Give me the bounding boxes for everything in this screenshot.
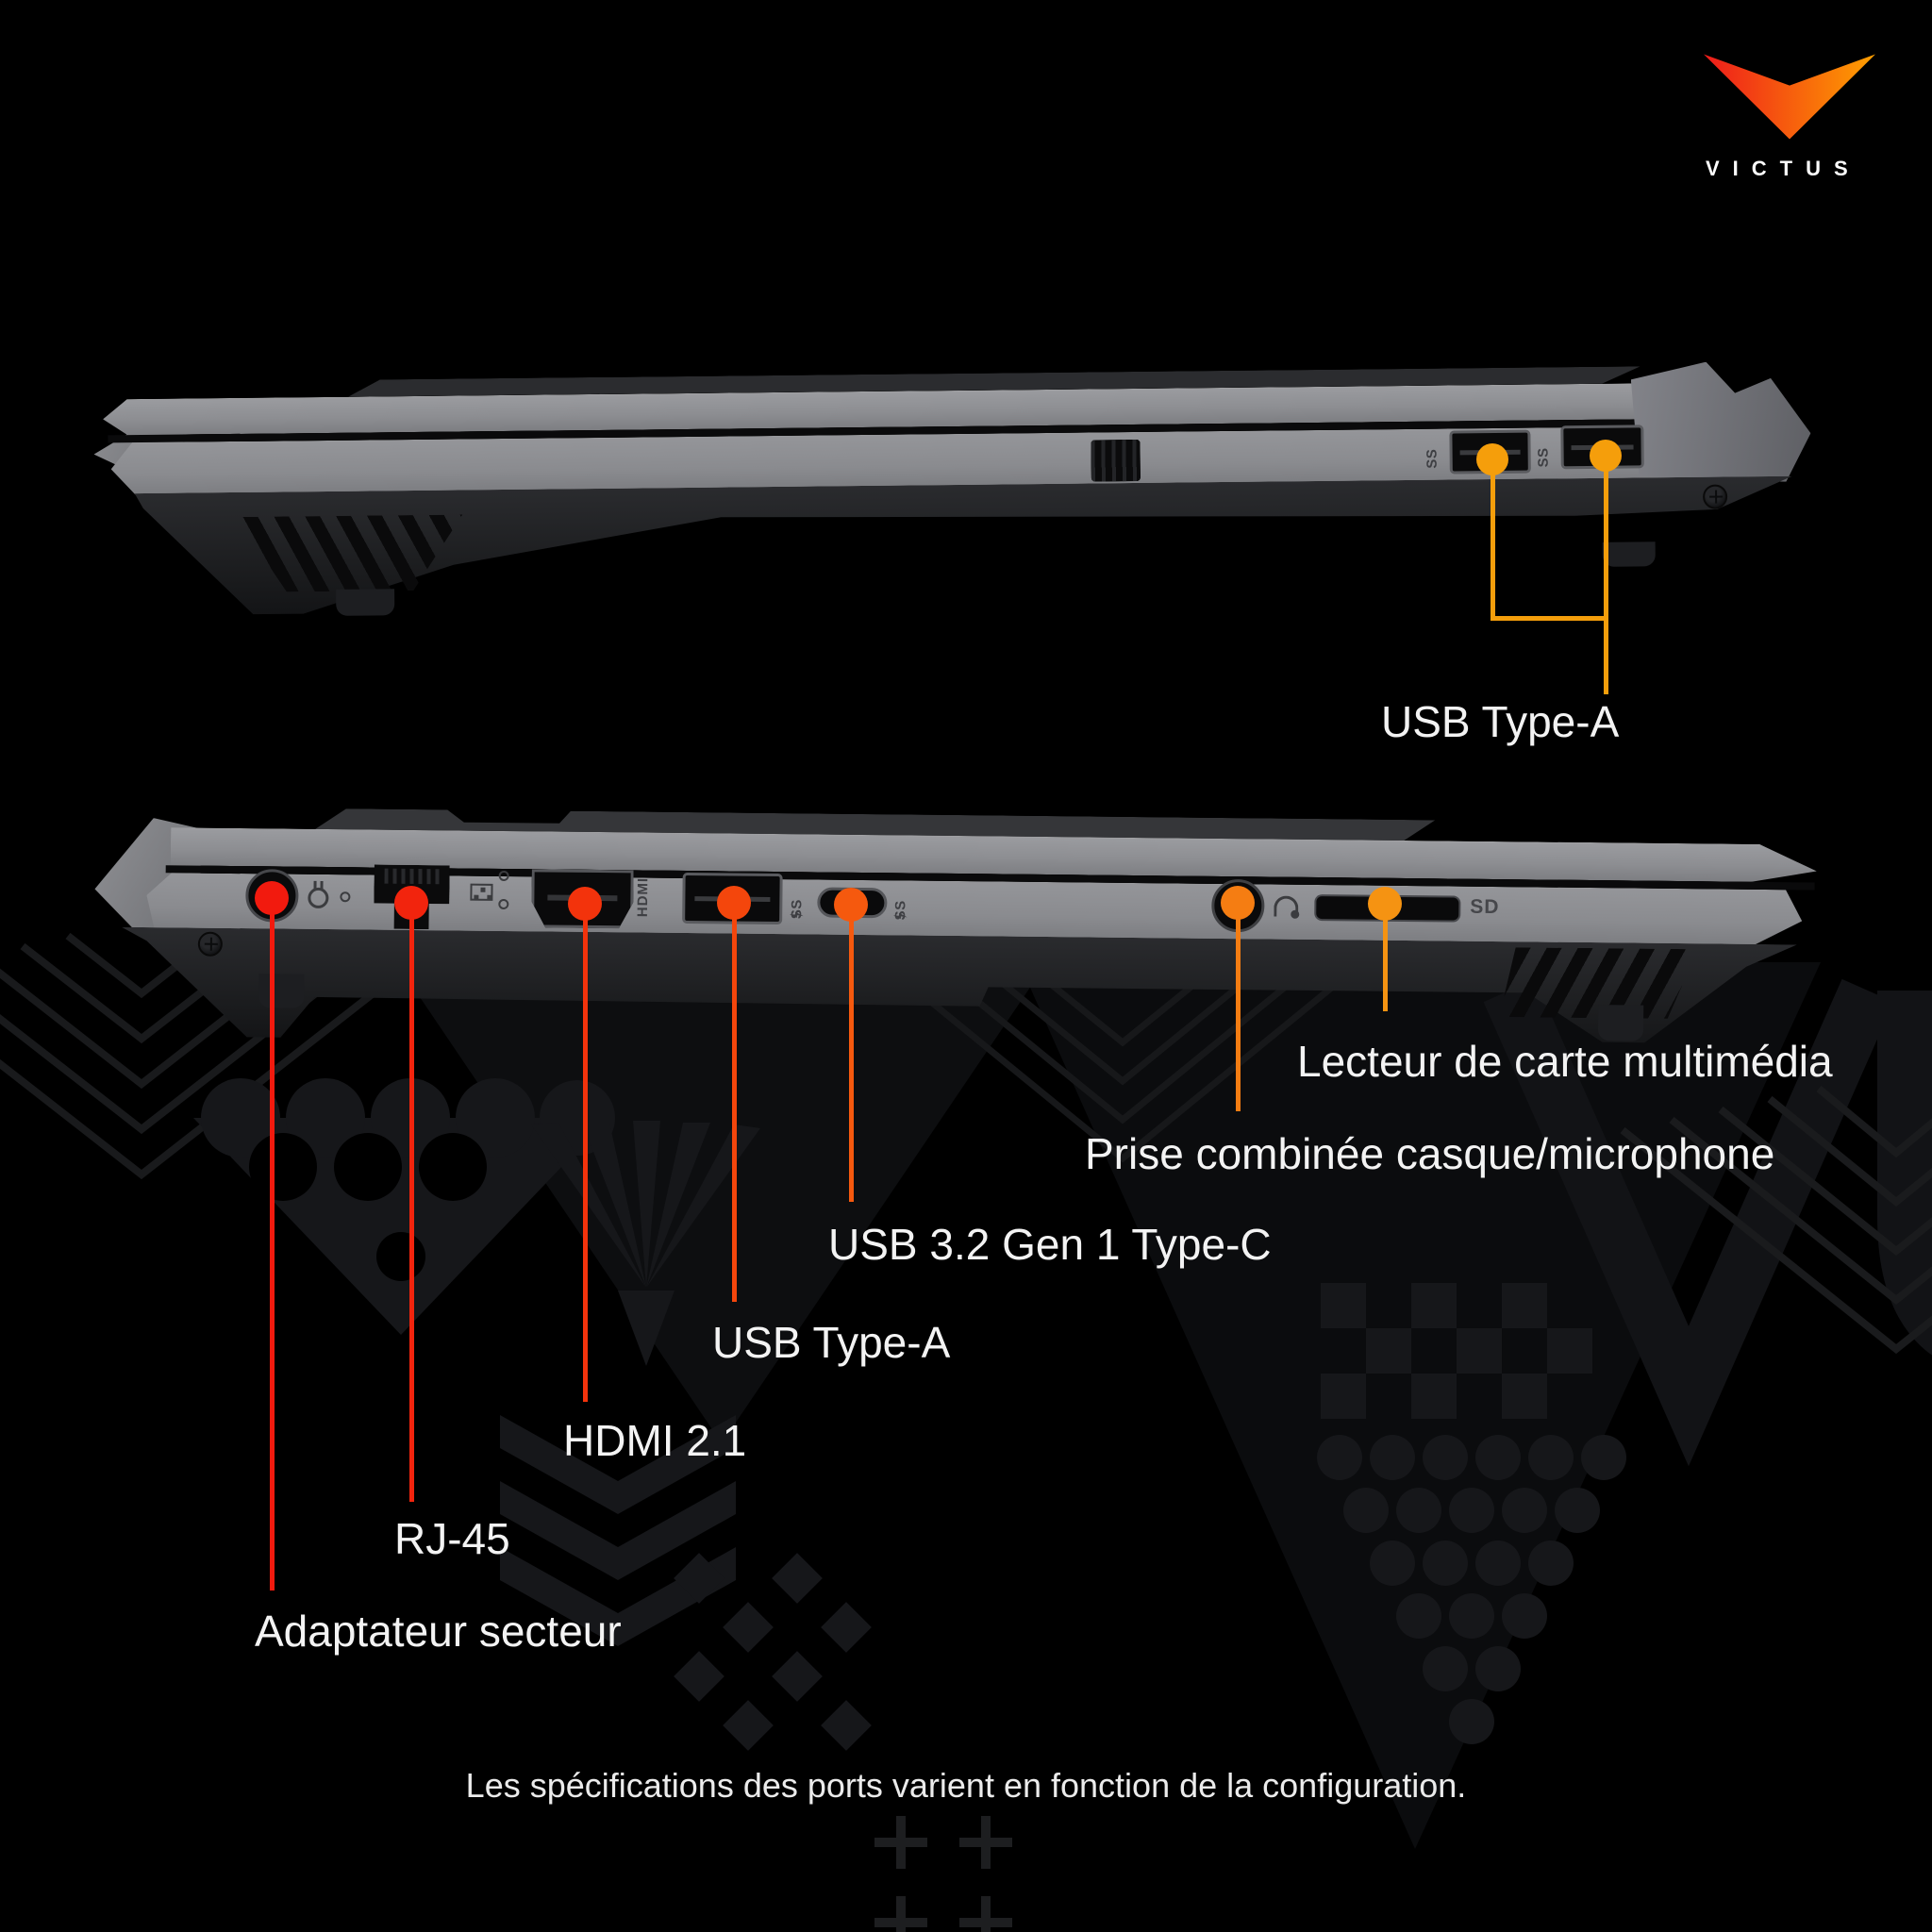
- callout-label-hdmi: HDMI 2.1: [563, 1416, 747, 1465]
- callout-label-rj45: RJ-45: [394, 1514, 510, 1563]
- callout-label-sd: Lecteur de carte multimédia: [1297, 1037, 1833, 1086]
- callout-line-usb-c: [848, 905, 854, 1202]
- callout-line-usb-top-1: [1490, 459, 1495, 621]
- victus-logo: VICTUS: [1698, 47, 1887, 198]
- callout-label-usb-c: USB 3.2 Gen 1 Type-C: [828, 1220, 1272, 1269]
- callout-line-power: [269, 898, 275, 1591]
- callout-dot-usb-a: [717, 886, 751, 920]
- victus-v-icon: [1704, 54, 1875, 140]
- callout-line-hdmi: [582, 904, 588, 1402]
- callout-dot-usb-top-1: [1476, 443, 1508, 475]
- callout-dot-usb-c: [834, 888, 868, 922]
- callout-dot-sd: [1368, 887, 1402, 921]
- callout-label-power: Adaptateur secteur: [255, 1607, 622, 1656]
- callout-bracket-usb-top: [1490, 616, 1608, 621]
- callout-drop-usb-top: [1603, 621, 1608, 694]
- callout-line-sd: [1382, 904, 1388, 1011]
- callout-label-headset: Prise combinée casque/microphone: [1085, 1129, 1775, 1178]
- callout-line-usb-a: [731, 903, 737, 1302]
- callout-label-usb-top: USB Type-A: [1381, 697, 1620, 746]
- callout-line-rj45: [408, 903, 414, 1502]
- callout-dot-usb-top-2: [1590, 440, 1622, 472]
- callout-line-headset: [1235, 903, 1241, 1111]
- callout-dot-rj45: [394, 886, 428, 920]
- callout-dot-headset: [1221, 886, 1255, 920]
- disclaimer-text: Les spécifications des ports varient en …: [465, 1766, 1467, 1805]
- callout-label-usb-a: USB Type-A: [712, 1318, 951, 1367]
- callout-line-usb-top-2: [1603, 456, 1608, 621]
- callout-dot-hdmi: [568, 887, 602, 921]
- victus-wordmark: VICTUS: [1706, 157, 1861, 180]
- callout-dot-power: [255, 881, 289, 915]
